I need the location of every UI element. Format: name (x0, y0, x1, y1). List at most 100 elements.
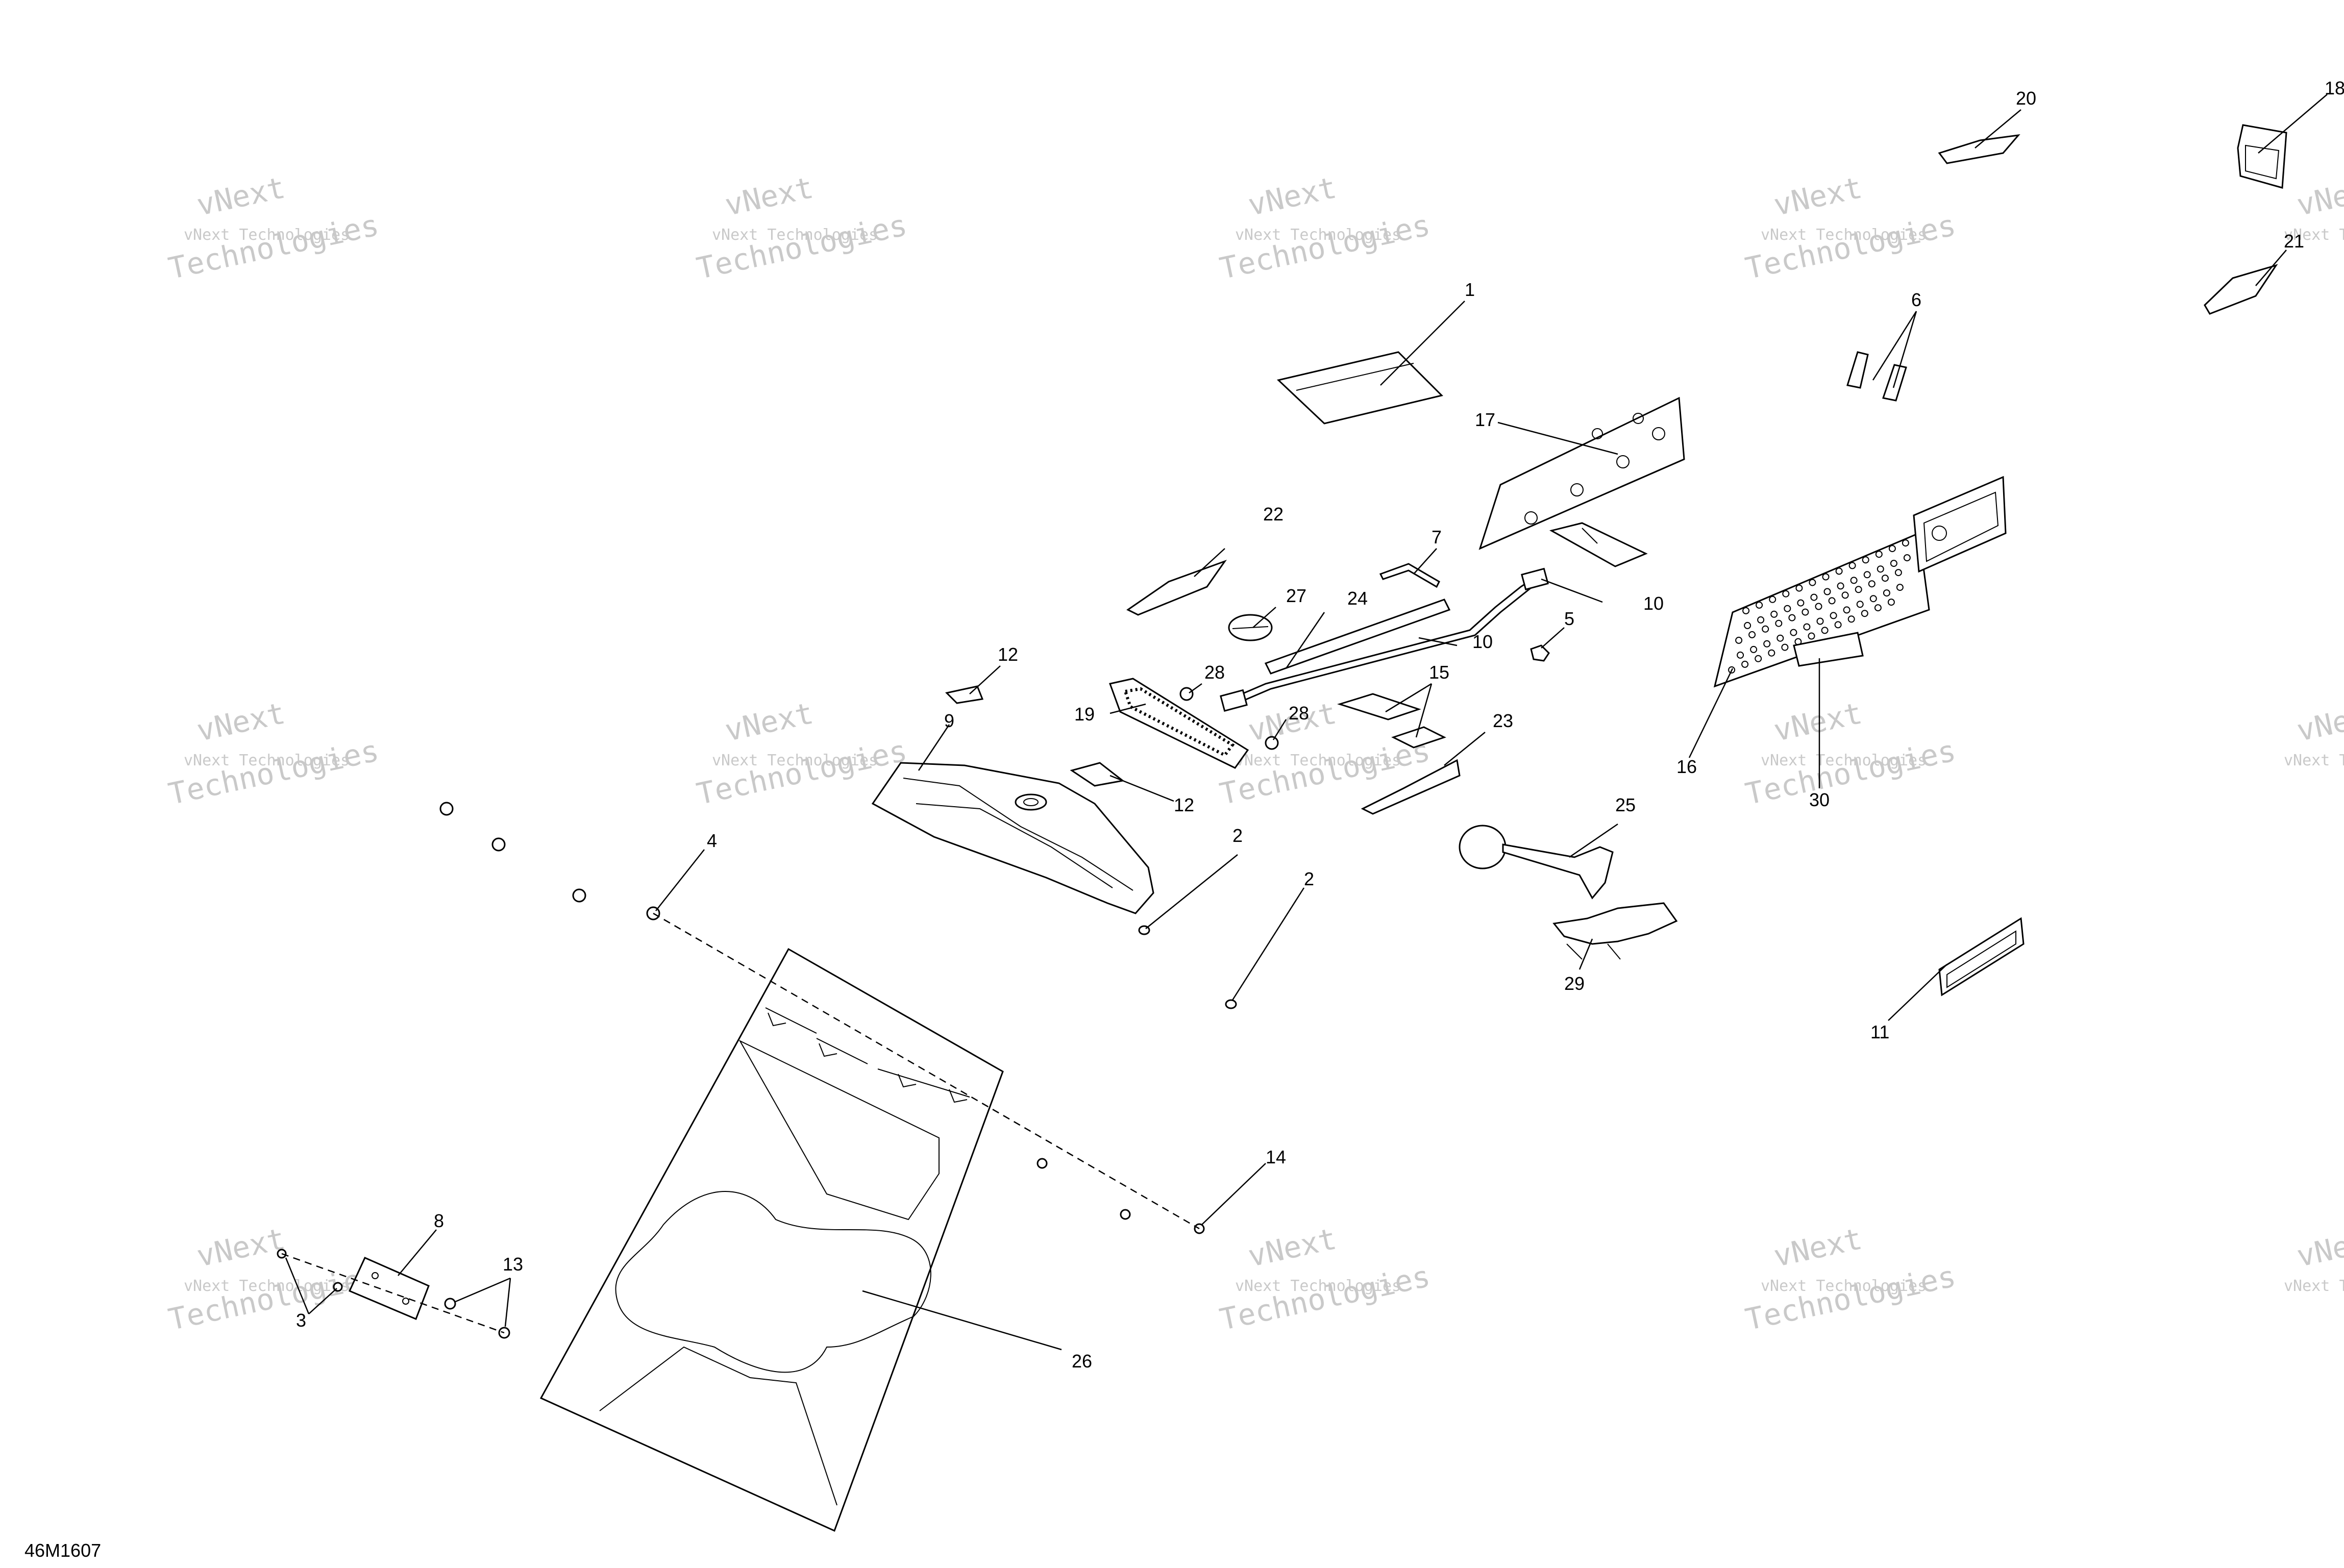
part-14-nut[interactable] (1120, 1209, 1131, 1220)
watermark-text: vNext Technologies (712, 752, 878, 769)
watermark-technologies: Technologies (165, 1259, 382, 1337)
part-25-mirror[interactable] (1459, 825, 1614, 900)
callout-17: 17 (1475, 409, 1495, 430)
perforation-hole (1744, 621, 1751, 629)
callout-22: 22 (1263, 504, 1284, 525)
part-21-strip[interactable] (2204, 264, 2278, 315)
part-26-flap[interactable] (539, 948, 1004, 1532)
part-15-pad[interactable] (1391, 726, 1446, 749)
part-10-harness[interactable] (1220, 567, 1549, 712)
perforation-hole (1877, 565, 1884, 573)
perforation-hole (1816, 617, 1824, 625)
perforation-hole (1869, 595, 1877, 603)
perforation-hole (1828, 597, 1836, 605)
part-22-strip[interactable] (1126, 559, 1227, 616)
perforation-hole (1795, 584, 1803, 592)
watermark-technologies: Technologies (1742, 208, 1959, 286)
part-8-plate[interactable] (348, 1257, 430, 1320)
callout-4: 4 (707, 830, 717, 851)
perforation-hole (1868, 580, 1876, 588)
perforation-hole (1888, 545, 1896, 553)
callout-2: 2 (1304, 868, 1314, 889)
part-19-grille[interactable] (1109, 678, 1249, 769)
watermark-vnext: vNext (722, 170, 817, 222)
part-28-clip[interactable] (1265, 736, 1279, 750)
part-17-pad[interactable] (1549, 522, 1648, 567)
part-18-bracket[interactable] (2237, 124, 2287, 189)
perforation-hole (1837, 582, 1844, 590)
part-4-nut[interactable] (572, 888, 586, 903)
callout-11: 11 (1870, 1022, 1889, 1042)
part-1-sheet[interactable] (1276, 351, 1443, 425)
callout-19: 19 (1074, 704, 1095, 725)
perforation-hole (1874, 604, 1882, 612)
watermark-text: vNext Technologies (1761, 1277, 1927, 1295)
callout-5: 5 (1564, 608, 1574, 629)
perforation-hole (1735, 636, 1743, 644)
callout-10: 10 (1643, 593, 1664, 614)
perforation-hole (1737, 651, 1744, 659)
watermark-vnext: vNext (1245, 170, 1340, 222)
perforation-hole (1881, 575, 1889, 582)
watermark-technologies: Technologies (165, 208, 382, 286)
part-2-screw[interactable] (1225, 999, 1237, 1009)
callout-12: 12 (998, 644, 1018, 665)
watermark: vNext vNext Technologies Technologies (165, 695, 382, 811)
part-14-nut[interactable] (1037, 1158, 1048, 1169)
part-9-housing[interactable] (871, 762, 1154, 914)
part-11-label[interactable] (1938, 917, 2025, 997)
watermark-vnext: vNext (2294, 170, 2344, 222)
part-16-badge[interactable] (1913, 476, 2007, 573)
part-27-emblem[interactable] (1228, 614, 1273, 641)
part-4-nut[interactable] (439, 802, 454, 816)
perforation-hole (1782, 590, 1790, 598)
part-5-nut[interactable] (1530, 644, 1550, 662)
perforation-hole (1770, 610, 1778, 618)
perforation-hole (1815, 603, 1822, 610)
perforation-hole (1894, 569, 1902, 577)
watermark-text: vNext Technologies (1761, 226, 1927, 244)
part-29-bracket[interactable] (1552, 902, 1678, 960)
perforation-hole (1781, 643, 1789, 651)
watermark-technologies: Technologies (1742, 733, 1959, 812)
part-13-nut[interactable] (444, 1298, 456, 1310)
watermark-technologies: Technologies (1217, 208, 1433, 286)
watermark-text: vNext Technologies (1235, 1277, 1401, 1295)
watermark-text: vNext Technologies (1235, 226, 1401, 244)
part-16-panel[interactable] (1713, 532, 1930, 688)
part-4-nut[interactable] (491, 837, 506, 852)
callout-3: 3 (296, 1310, 306, 1331)
part-28-clip[interactable] (1179, 687, 1194, 701)
callout-25: 25 (1615, 794, 1636, 815)
part-15-pad[interactable] (1337, 693, 1421, 720)
perforation-hole (1755, 655, 1762, 662)
part-12-tag[interactable] (1070, 762, 1125, 787)
watermark-vnext: vNext (2294, 695, 2344, 748)
part-7-rod[interactable] (1379, 563, 1440, 588)
callout-24: 24 (1347, 588, 1368, 609)
part-30-label[interactable] (1793, 632, 1864, 667)
perforation-hole (1757, 616, 1765, 624)
callout-labels: 1 17 20 18 21 6 16 30 11 22 7 24 10 10 5… (296, 78, 2344, 1372)
watermark-vnext: vNext (2294, 1221, 2344, 1274)
part-24-strip[interactable] (1264, 599, 1451, 675)
watermark-layer: vNext vNext Technologies Technologies vN… (165, 170, 2344, 1337)
perforation-hole (1809, 579, 1816, 586)
watermark: vNext vNext Technologies (2284, 1221, 2344, 1295)
part-20-strip[interactable] (1938, 134, 2020, 164)
callout-30: 30 (1809, 789, 1830, 810)
perforation-hole (1797, 599, 1805, 607)
perforation-hole (1883, 589, 1890, 597)
perforation-hole (1834, 621, 1842, 629)
part-12-tag[interactable] (945, 685, 984, 704)
perforation-hole (1821, 627, 1829, 634)
part-16-perforations (1728, 539, 1911, 674)
perforation-hole (1903, 554, 1911, 562)
part-17-plate[interactable] (1478, 396, 1685, 550)
watermark-text: vNext Technologies (1761, 752, 1927, 769)
callout-28: 28 (1289, 703, 1309, 724)
watermark-technologies: Technologies (165, 733, 382, 812)
callout-2: 2 (1232, 825, 1243, 846)
callout-6: 6 (1911, 289, 1921, 310)
part-23-strip[interactable] (1361, 759, 1461, 815)
